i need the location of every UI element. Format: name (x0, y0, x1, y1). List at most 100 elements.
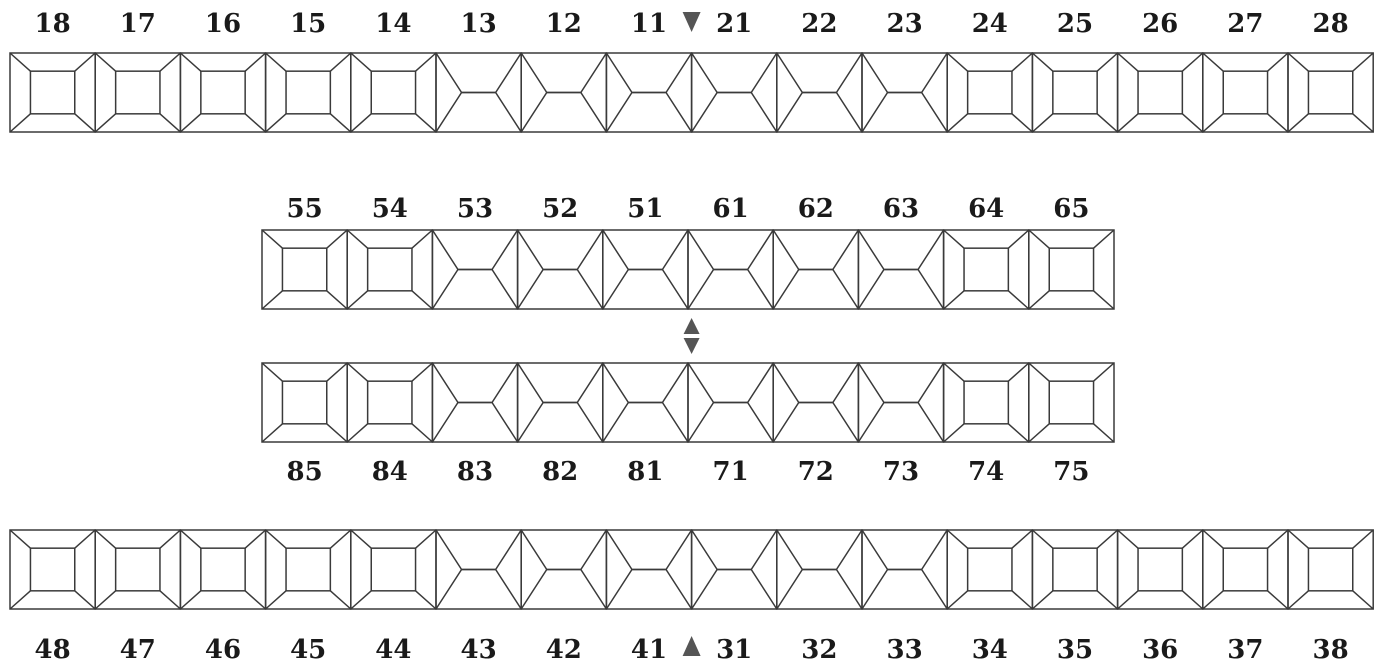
tooth-17: 17 (94, 9, 182, 133)
tooth-25: 25 (1031, 9, 1119, 133)
tooth-number: 25 (1057, 9, 1093, 39)
tooth-number: 62 (798, 194, 834, 224)
tooth-31: 31 (690, 529, 778, 665)
tooth-62: 62 (772, 194, 860, 310)
tooth-number: 21 (716, 9, 752, 39)
tooth-24: 24 (946, 9, 1034, 133)
tooth-71: 71 (687, 362, 774, 487)
tooth-63: 63 (857, 194, 945, 310)
upper-permanent-row: 18 17 16 15 14 13 12 11 21 22 23 24 25 26 27 28 (9, 9, 1374, 133)
tooth-number: 38 (1313, 635, 1349, 665)
tooth-32: 32 (776, 529, 863, 665)
tooth-61: 61 (687, 194, 774, 310)
tooth-number: 23 (887, 9, 923, 39)
tooth-number: 36 (1142, 635, 1178, 665)
tooth-22: 22 (776, 9, 863, 133)
tooth-51: 51 (602, 194, 689, 310)
tooth-46: 46 (179, 529, 267, 665)
tooth-82: 82 (516, 362, 604, 487)
tooth-number: 52 (542, 194, 578, 224)
midline-marker-upper (682, 12, 701, 32)
tooth-number: 37 (1227, 635, 1263, 665)
tooth-72: 72 (772, 362, 860, 487)
tooth-number: 42 (546, 635, 582, 665)
tooth-number: 83 (457, 457, 493, 487)
tooth-number: 34 (972, 635, 1008, 665)
tooth-47: 47 (94, 529, 182, 665)
tooth-number: 47 (120, 635, 156, 665)
tooth-38: 38 (1287, 529, 1374, 665)
midline-marker-primary-up (683, 318, 700, 334)
tooth-number: 61 (713, 194, 749, 224)
tooth-48: 48 (9, 529, 96, 665)
tooth-37: 37 (1202, 529, 1289, 665)
tooth-18: 18 (9, 9, 96, 133)
tooth-number: 11 (631, 9, 667, 39)
tooth-number: 18 (35, 9, 71, 39)
tooth-number: 22 (801, 9, 837, 39)
tooth-64: 64 (942, 194, 1030, 310)
tooth-number: 74 (968, 457, 1004, 487)
tooth-27: 27 (1202, 9, 1289, 133)
tooth-23: 23 (861, 9, 948, 133)
tooth-12: 12 (520, 9, 608, 133)
tooth-number: 44 (375, 635, 411, 665)
tooth-number: 81 (627, 457, 663, 487)
tooth-41: 41 (605, 529, 693, 665)
tooth-44: 44 (350, 529, 437, 665)
tooth-43: 43 (435, 529, 522, 665)
midline-marker-lower (682, 636, 701, 656)
tooth-84: 84 (346, 362, 434, 487)
tooth-73: 73 (857, 362, 945, 487)
tooth-number: 33 (887, 635, 923, 665)
tooth-number: 46 (205, 635, 241, 665)
tooth-number: 31 (716, 635, 752, 665)
tooth-34: 34 (946, 529, 1034, 665)
lower-permanent-row: 48 47 46 45 44 43 42 41 31 32 33 34 35 36 37 38 (9, 529, 1374, 665)
tooth-number: 16 (205, 9, 241, 39)
tooth-number: 24 (972, 9, 1008, 39)
tooth-number: 85 (287, 457, 323, 487)
tooth-number: 64 (968, 194, 1004, 224)
tooth-36: 36 (1116, 529, 1204, 665)
tooth-35: 35 (1031, 529, 1119, 665)
tooth-number: 14 (375, 9, 411, 39)
tooth-number: 43 (461, 635, 497, 665)
tooth-52: 52 (516, 194, 604, 310)
tooth-number: 35 (1057, 635, 1093, 665)
tooth-13: 13 (435, 9, 522, 133)
tooth-16: 16 (179, 9, 267, 133)
tooth-number: 17 (120, 9, 156, 39)
tooth-15: 15 (264, 9, 352, 133)
tooth-14: 14 (350, 9, 437, 133)
tooth-number: 27 (1227, 9, 1263, 39)
tooth-83: 83 (431, 362, 519, 487)
tooth-81: 81 (602, 362, 689, 487)
tooth-number: 75 (1053, 457, 1089, 487)
tooth-number: 26 (1142, 9, 1178, 39)
tooth-number: 45 (290, 635, 326, 665)
tooth-45: 45 (264, 529, 352, 665)
tooth-number: 54 (372, 194, 408, 224)
tooth-65: 65 (1028, 194, 1115, 310)
tooth-number: 13 (461, 9, 497, 39)
tooth-number: 15 (290, 9, 326, 39)
tooth-42: 42 (520, 529, 608, 665)
tooth-number: 55 (287, 194, 323, 224)
tooth-53: 53 (431, 194, 519, 310)
tooth-number: 71 (713, 457, 749, 487)
tooth-number: 28 (1313, 9, 1349, 39)
tooth-33: 33 (861, 529, 948, 665)
upper-primary-row: 55 54 53 52 51 61 62 63 64 65 (261, 194, 1115, 310)
tooth-85: 85 (261, 362, 348, 487)
tooth-54: 54 (346, 194, 434, 310)
tooth-number: 12 (546, 9, 582, 39)
tooth-75: 75 (1028, 362, 1115, 487)
tooth-number: 82 (542, 457, 578, 487)
tooth-55: 55 (261, 194, 348, 310)
tooth-74: 74 (942, 362, 1030, 487)
tooth-28: 28 (1287, 9, 1374, 133)
midline-marker-primary-down (683, 338, 700, 354)
